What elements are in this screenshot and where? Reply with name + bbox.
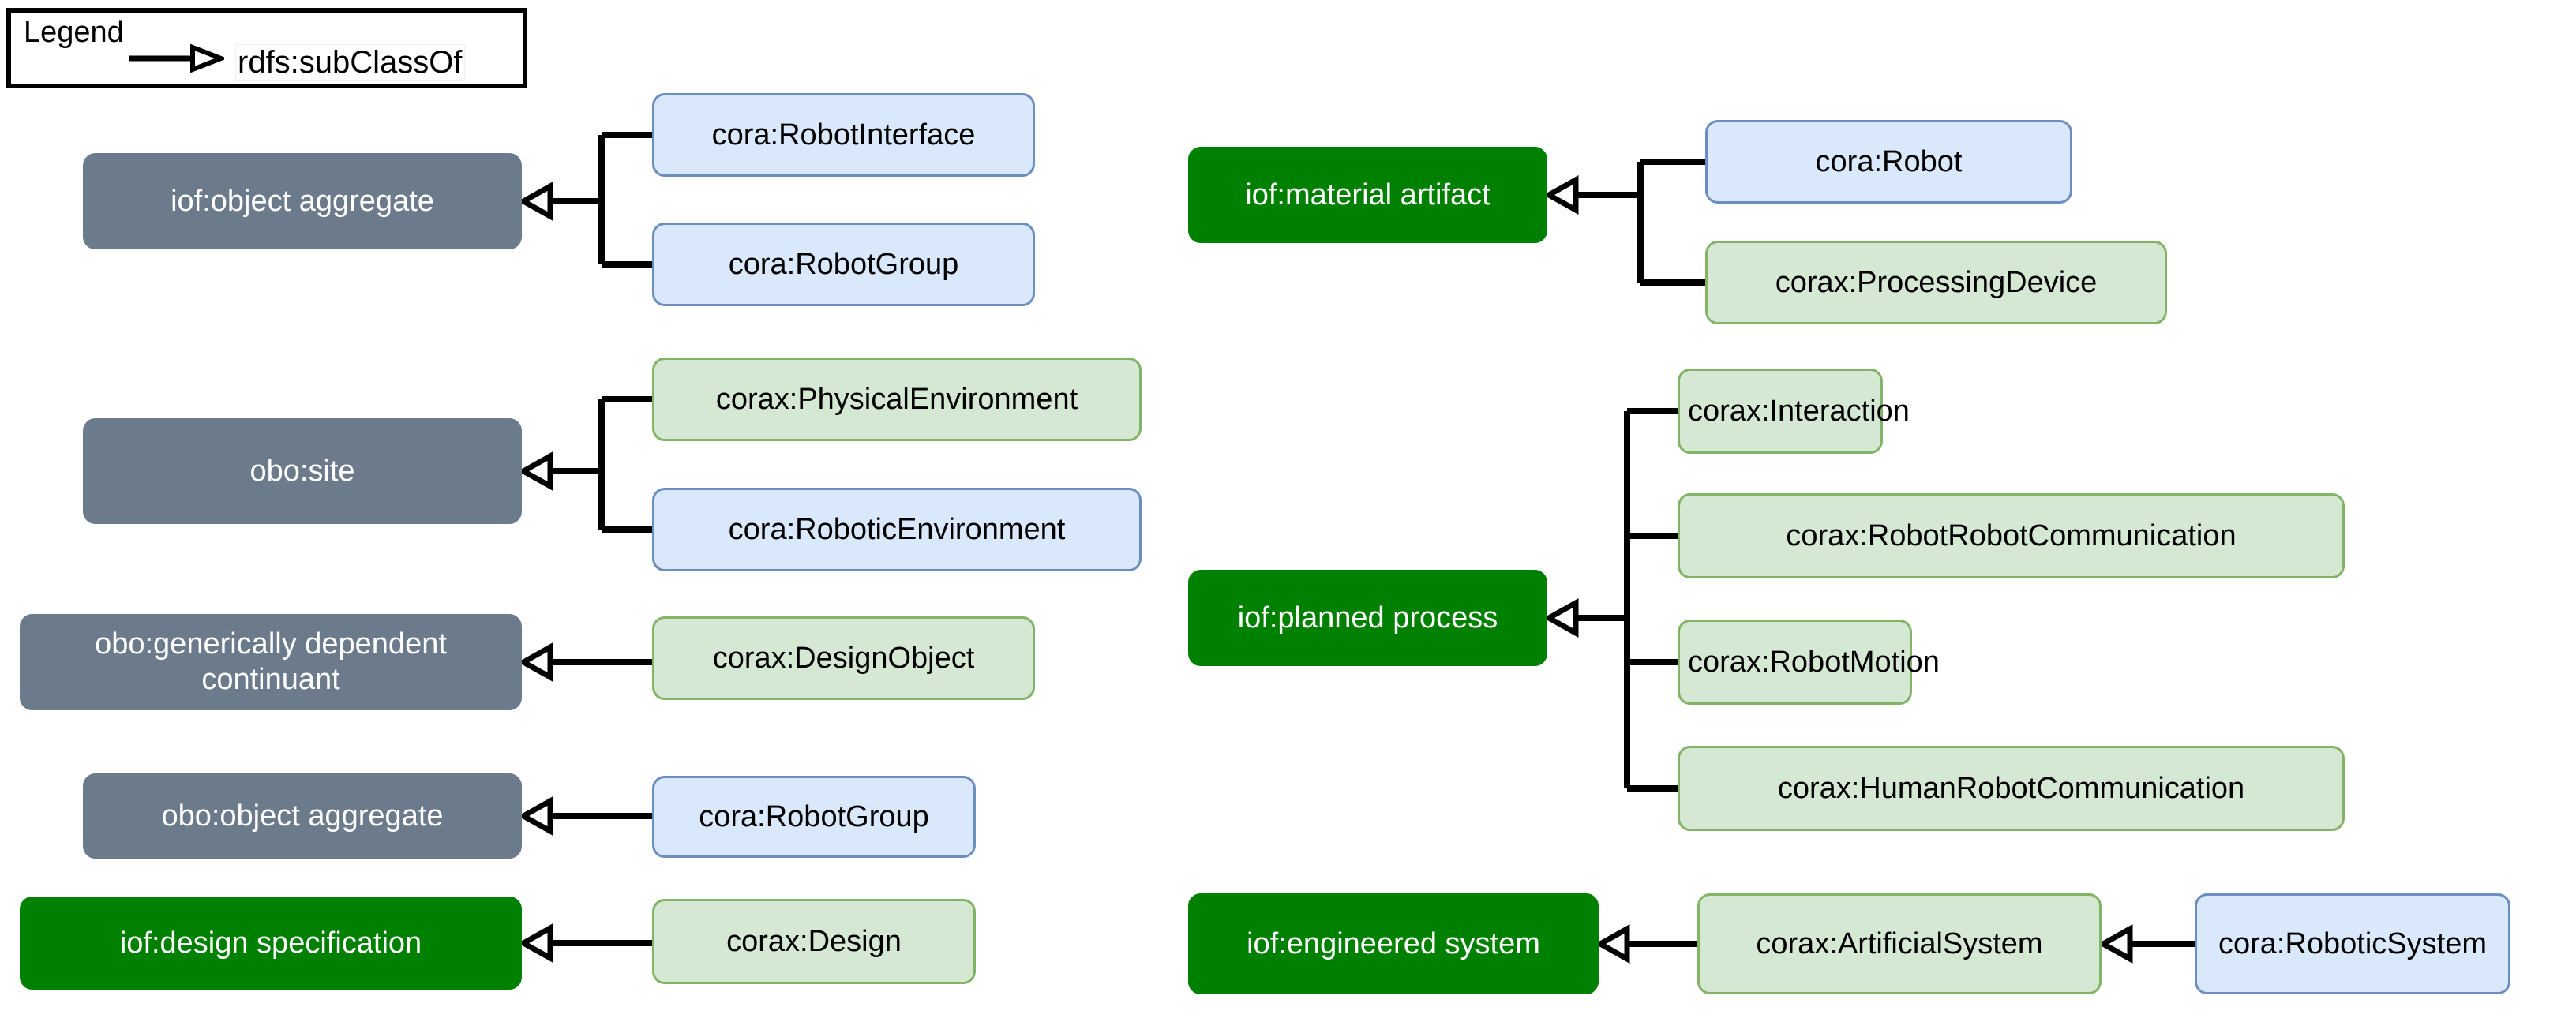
node-obo-object-aggregate[interactable]: obo:object aggregate <box>83 773 522 859</box>
node-iof-planned-process[interactable]: iof:planned process <box>1188 570 1547 666</box>
node-label: obo:object aggregate <box>161 799 444 833</box>
node-label: corax:ProcessingDevice <box>1775 265 2098 299</box>
node-label: cora:RobotInterface <box>711 118 976 152</box>
node-label: cora:RoboticSystem <box>2218 927 2487 960</box>
node-iof-object-aggregate[interactable]: iof:object aggregate <box>83 153 522 249</box>
node-label: corax:RobotRobotCommunication <box>1786 518 2237 552</box>
node-corax-artificialsystem[interactable]: corax:ArtificialSystem <box>1697 893 2102 994</box>
node-label: cora:RobotGroup <box>728 247 959 281</box>
legend-box: Legend rdfs:subClassOf <box>6 8 527 88</box>
node-iof-engineered-system[interactable]: iof:engineered system <box>1188 893 1599 994</box>
subclass-arrowhead <box>517 642 553 682</box>
node-cora-roboticenvironment[interactable]: cora:RoboticEnvironment <box>652 488 1142 571</box>
node-label: corax:Design <box>726 924 902 958</box>
node-iof-design-specification[interactable]: iof:design specification <box>20 897 522 990</box>
node-cora-robotgroup-top[interactable]: cora:RobotGroup <box>652 223 1035 306</box>
node-corax-designobject[interactable]: corax:DesignObject <box>652 616 1035 700</box>
node-iof-material-artifact[interactable]: iof:material artifact <box>1188 147 1547 243</box>
node-corax-design[interactable]: corax:Design <box>652 899 976 984</box>
node-cora-roboticsystem[interactable]: cora:RoboticSystem <box>2195 893 2510 994</box>
subclass-arrowhead <box>517 796 553 836</box>
node-cora-robotinterface[interactable]: cora:RobotInterface <box>652 93 1035 177</box>
subclass-arrowhead <box>1543 175 1579 215</box>
node-obo-gdc[interactable]: obo:generically dependent continuant <box>20 614 522 710</box>
node-label: iof:object aggregate <box>171 184 434 218</box>
node-label: corax:Interaction <box>1688 394 1910 428</box>
node-label: corax:DesignObject <box>712 641 975 675</box>
node-label: corax:ArtificialSystem <box>1756 927 2043 960</box>
subclass-arrowhead <box>2097 924 2133 964</box>
node-corax-processingdevice[interactable]: corax:ProcessingDevice <box>1705 241 2167 324</box>
node-cora-robot[interactable]: cora:Robot <box>1705 120 2072 204</box>
node-label: iof:material artifact <box>1245 178 1490 212</box>
subclass-arrowhead <box>1543 598 1579 638</box>
node-label: cora:RobotGroup <box>699 799 929 833</box>
subclass-arrowhead <box>517 923 553 963</box>
node-label: corax:HumanRobotCommunication <box>1777 771 2245 805</box>
subclass-arrowhead <box>1594 924 1630 964</box>
node-label: cora:RoboticEnvironment <box>728 512 1066 546</box>
node-label: cora:Robot <box>1815 144 1963 178</box>
legend-edge-label: rdfs:subClassOf <box>235 44 465 81</box>
node-label: obo:site <box>249 454 355 488</box>
node-label: iof:planned process <box>1237 601 1498 635</box>
node-corax-humanrobotcommunication[interactable]: corax:HumanRobotCommunication <box>1678 746 2345 831</box>
node-label: iof:engineered system <box>1247 927 1540 960</box>
node-corax-robotrobotcommunication[interactable]: corax:RobotRobotCommunication <box>1678 493 2345 578</box>
legend-title: Legend <box>24 16 124 49</box>
node-corax-interaction[interactable]: corax:Interaction <box>1678 369 1910 454</box>
node-corax-physicalenvironment[interactable]: corax:PhysicalEnvironment <box>652 358 1142 441</box>
node-label: obo:generically dependent continuant <box>95 627 447 696</box>
node-obo-site[interactable]: obo:site <box>83 418 522 524</box>
open-triangle-arrow-icon <box>129 43 224 73</box>
node-label: iof:design specification <box>119 926 422 960</box>
node-label: corax:PhysicalEnvironment <box>715 382 1078 416</box>
subclass-arrowhead <box>517 451 553 491</box>
node-cora-robotgroup-bottom[interactable]: cora:RobotGroup <box>652 776 976 858</box>
subclass-arrowhead <box>517 182 553 221</box>
node-label: corax:RobotMotion <box>1688 645 1940 679</box>
node-corax-robotmotion[interactable]: corax:RobotMotion <box>1678 620 1940 705</box>
